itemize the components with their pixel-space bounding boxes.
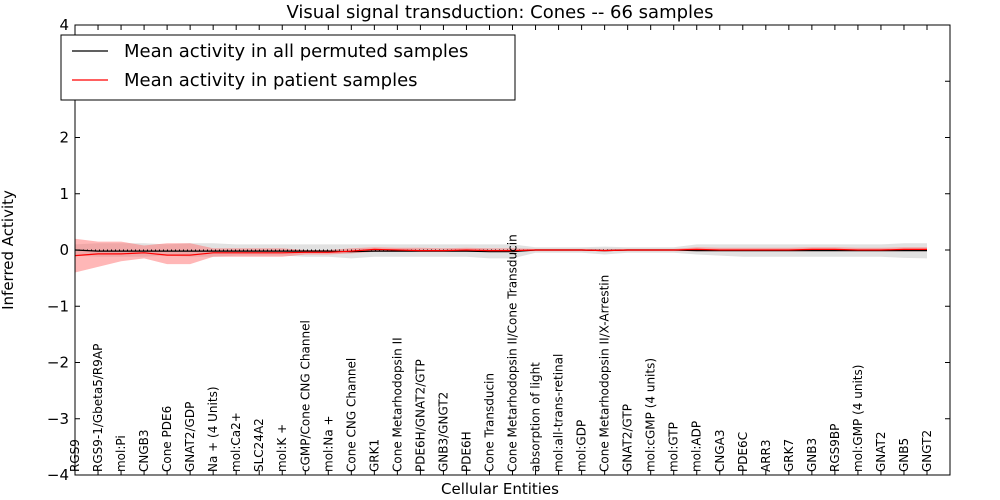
y-tick-label: 4 bbox=[59, 16, 69, 34]
x-tick-label: GRK7 bbox=[782, 439, 796, 472]
y-tick-label: 1 bbox=[59, 185, 69, 203]
x-tick-label: RGS9-1/Gbeta5/R9AP bbox=[91, 344, 105, 472]
x-tick-label: Cone Metarhodopsin II/Cone Transducin bbox=[506, 234, 520, 472]
x-tick-label: mol:GDP bbox=[575, 420, 589, 472]
x-tick-label: absorption of light bbox=[529, 362, 543, 472]
legend-box bbox=[60, 34, 516, 101]
x-tick-label: GNB5 bbox=[897, 438, 911, 472]
x-tick-label: ARR3 bbox=[759, 439, 773, 472]
x-tick-label: mol:Ca2+ bbox=[229, 412, 243, 472]
x-tick-label: GRK1 bbox=[367, 439, 381, 472]
x-tick-label: mol:K + bbox=[275, 424, 289, 472]
x-tick-label: GNGT2 bbox=[920, 430, 934, 472]
y-tick-label: −1 bbox=[47, 297, 69, 315]
legend-label-0: Mean activity in all permuted samples bbox=[124, 41, 468, 62]
x-tick-label: mol:GTP bbox=[667, 422, 681, 472]
x-tick-label: Cone CNG Channel bbox=[344, 358, 358, 472]
x-tick-label: Cone Metarhodopsin II/X-Arrestin bbox=[598, 275, 612, 472]
chart-title: Visual signal transduction: Cones -- 66 … bbox=[286, 2, 713, 23]
x-tick-label: CNGB3 bbox=[137, 429, 151, 472]
x-tick-label: SLC24A2 bbox=[252, 418, 266, 472]
x-tick-label: PDE6H/GNAT2/GTP bbox=[413, 359, 427, 472]
x-tick-label: GNAT2/GDP bbox=[183, 402, 197, 472]
legend: Mean activity in all permuted samplesMea… bbox=[60, 34, 516, 101]
x-tick-label: mol:GMP (4 units) bbox=[851, 365, 865, 472]
legend-label-1: Mean activity in patient samples bbox=[124, 70, 418, 91]
x-tick-label: PDE6C bbox=[736, 432, 750, 472]
y-tick-label: −4 bbox=[47, 466, 69, 484]
x-tick-label: RGS9BP bbox=[828, 424, 842, 472]
x-tick-label: GNB3/GNGT2 bbox=[436, 392, 450, 472]
plot-area bbox=[74, 238, 927, 273]
x-tick-label: Cone Transducin bbox=[482, 373, 496, 472]
x-axis: RGS9 RGS9-1/Gbeta5/R9AP mol:Pi CNGB3 Cone PD… bbox=[68, 25, 934, 475]
x-tick-label: mol:cGMP (4 units) bbox=[644, 358, 658, 472]
x-tick-label: GNAT2 bbox=[874, 431, 888, 472]
series-band-1 bbox=[75, 238, 927, 273]
x-tick-label: PDE6H bbox=[459, 431, 473, 472]
x-tick-label: GNAT2/GTP bbox=[621, 404, 635, 472]
x-tick-label: Cone PDE6 bbox=[160, 406, 174, 472]
y-tick-label: 2 bbox=[59, 129, 69, 147]
x-tick-label: mol:Na + bbox=[321, 415, 335, 472]
y-tick-label: 0 bbox=[59, 241, 69, 259]
y-axis-label: Inferred Activity bbox=[0, 190, 17, 310]
x-tick-label: cGMP/Cone CNG Channel bbox=[298, 320, 312, 472]
x-tick-label: RGS9 bbox=[68, 439, 82, 472]
series-line-1 bbox=[74, 248, 927, 257]
x-tick-label: mol:all-trans-retinal bbox=[552, 354, 566, 472]
x-tick-label: mol:ADP bbox=[690, 421, 704, 472]
x-tick-label: mol:Pi bbox=[114, 435, 128, 472]
x-tick-label: Na + (4 Units) bbox=[206, 386, 220, 472]
y-tick-label: −3 bbox=[47, 410, 69, 428]
x-axis-label: Cellular Entities bbox=[441, 480, 559, 498]
y-tick-label: −2 bbox=[47, 354, 69, 372]
x-tick-label: GNB3 bbox=[805, 438, 819, 472]
x-tick-label: CNGA3 bbox=[713, 430, 727, 473]
x-tick-label: Cone Metarhodopsin II bbox=[390, 337, 404, 472]
